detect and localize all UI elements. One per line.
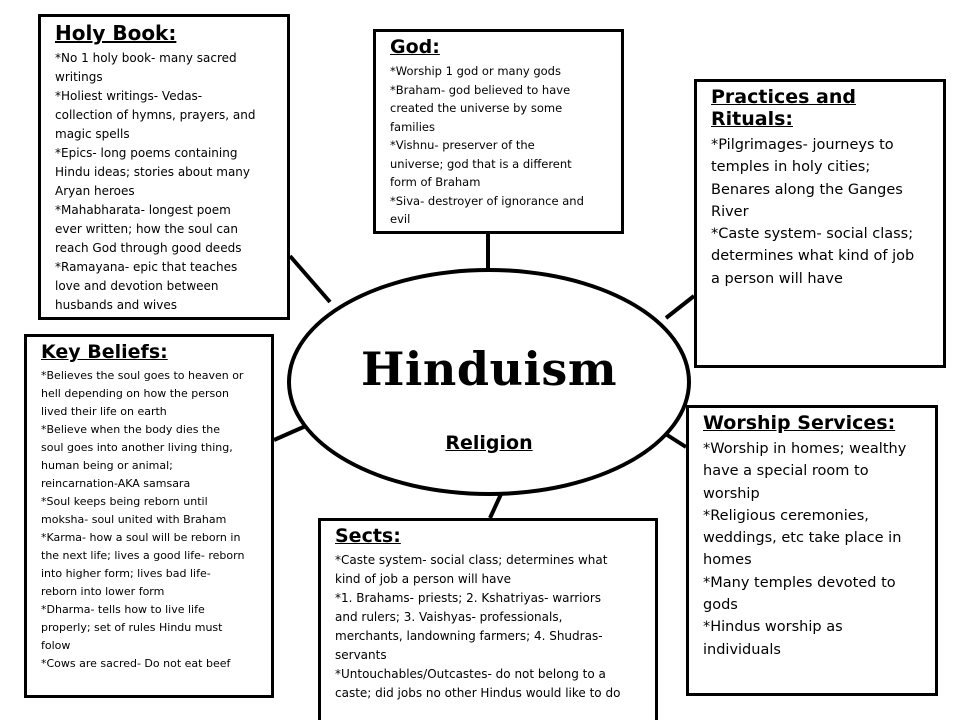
box-text-line: individuals [703,641,781,658]
box-text-line: determines what kind of job [711,248,915,265]
box-text-line: have a special room to [703,463,869,480]
box-text-line: Hindu ideas; stories about many [55,165,250,179]
box-text-line: *Dharma- tells how to live life [41,603,205,616]
box-text-line: reach God through good deeds [55,241,242,255]
box-text-line: worship [703,485,760,502]
box-text-line: weddings, etc take place in [703,530,902,547]
worship-services-box: Worship Services: *Worship in homes; wea… [686,405,938,696]
box-title: Key Beliefs: [41,341,168,363]
box-text-line: Benares along the Ganges [711,181,903,198]
box-text-line: love and devotion between [55,279,219,293]
box-text-line: *Untouchables/Outcastes- do not belong t… [335,667,606,681]
box-title: Holy Book: [55,21,177,45]
box-text-line: *Believes the soul goes to heaven or [41,369,244,382]
box-text-line: hell depending on how the person [41,387,229,400]
holy-book-box: Holy Book: *No 1 holy book- many sacred w… [38,14,290,320]
box-text-line: merchants, landowning farmers; 4. Shudra… [335,629,603,643]
box-text-line: homes [703,552,752,569]
box-text-line: collection of hymns, prayers, and [55,108,256,122]
box-text-line: magic spells [55,127,130,141]
box-text-line: *Siva- destroyer of ignorance and [390,193,584,208]
box-text-line: universe; god that is a different [390,156,572,171]
box-text-line: reincarnation-AKA samsara [41,477,191,490]
box-text-line: *Karma- how a soul will be reborn in [41,531,241,544]
box-title: Worship Services: [703,412,896,434]
box-title: Practices and Rituals: [711,86,856,130]
box-text-line: *Vishnu- preserver of the [390,138,535,152]
box-text-line: lived their life on earth [41,405,167,418]
box-text-line: the next life; lives a good life- reborn [41,549,245,562]
box-text-line: form of Braham [390,175,481,189]
practices-rituals-box: Practices and Rituals: *Pilgrimages- jou… [694,79,946,368]
box-text-line: writings [55,70,103,84]
box-text-line: *Holiest writings- Vedas- [55,89,203,103]
key-beliefs-box: Key Beliefs: *Believes the soul goes to … [24,334,274,698]
box-text-line: evil [390,212,411,226]
box-text-line: families [390,119,435,134]
box-text-line: created the universe by some [390,101,563,115]
box-text-line: servants [335,648,387,662]
box-text-line: *Mahabharata- longest poem [55,203,231,217]
box-text-line: *Caste system- social class; determines … [335,553,608,567]
box-text-line: temples in holy cities; [711,159,871,176]
box-text-line: husbands and wives [55,298,177,312]
box-text-line: into higher form; lives bad life- [41,567,211,580]
box-text-line: *Caste system- social class; [711,226,914,243]
connector-worship [662,431,688,449]
box-text-line: *Hindus worship as [703,619,843,636]
box-title: Sects: [335,525,401,547]
box-title: God: [390,36,440,58]
connector-practices [664,294,696,320]
box-text-line: *Ramayana- epic that teaches [55,260,238,274]
box-text-line: River [711,203,749,220]
center-title: Hinduism [360,342,618,396]
box-text-line: ever written; how the soul can [55,222,238,236]
box-text-line: *No 1 holy book- many sacred [55,51,237,65]
box-text-line: *Worship 1 god or many gods [390,64,561,78]
connector-key-beliefs [273,423,309,442]
box-text-line: kind of job a person will have [335,572,511,586]
box-text-line: and rulers; 3. Vaishyas- professionals, [335,610,563,624]
sects-box: Sects: *Caste system- social class; dete… [318,518,658,720]
box-text-line: folow [41,639,71,652]
center-oval: Hinduism Religion [287,268,691,496]
box-text-line: reborn into lower form [41,585,165,598]
box-text-line: *Cows are sacred- Do not eat beef [41,657,231,670]
box-text-line: *Soul keeps being reborn until [41,495,208,508]
box-text-line: moksha- soul united with Braham [41,513,227,526]
box-text-line: human being or animal; [41,459,173,472]
box-text-line: *Many temples devoted to [703,574,896,591]
box-text-line: *Epics- long poems containing [55,146,238,160]
box-text-line: *Braham- god believed to have [390,82,571,97]
box-text-line: *1. Brahams- priests; 2. Kshatriyas- war… [335,591,602,605]
connector-sects [488,491,504,519]
god-box: God: *Worship 1 god or many gods *Braham-… [373,29,624,234]
box-text-line: *Pilgrimages- journeys to [711,137,894,153]
center-subtitle: Religion [445,432,533,454]
box-text-line: *Worship in homes; wealthy [703,441,907,457]
box-text-line: a person will have [711,270,843,287]
box-text-line: soul goes into another living thing, [41,441,233,454]
box-text-line: gods [703,597,738,614]
box-text-line: *Believe when the body dies the [41,423,221,436]
box-text-line: caste; did jobs no other Hindus would li… [335,686,621,700]
box-text-line: properly; set of rules Hindu must [41,621,223,634]
box-text-line: Aryan heroes [55,184,135,198]
box-text-line: *Religious ceremonies, [703,507,869,524]
connector-holy-book [288,254,332,304]
